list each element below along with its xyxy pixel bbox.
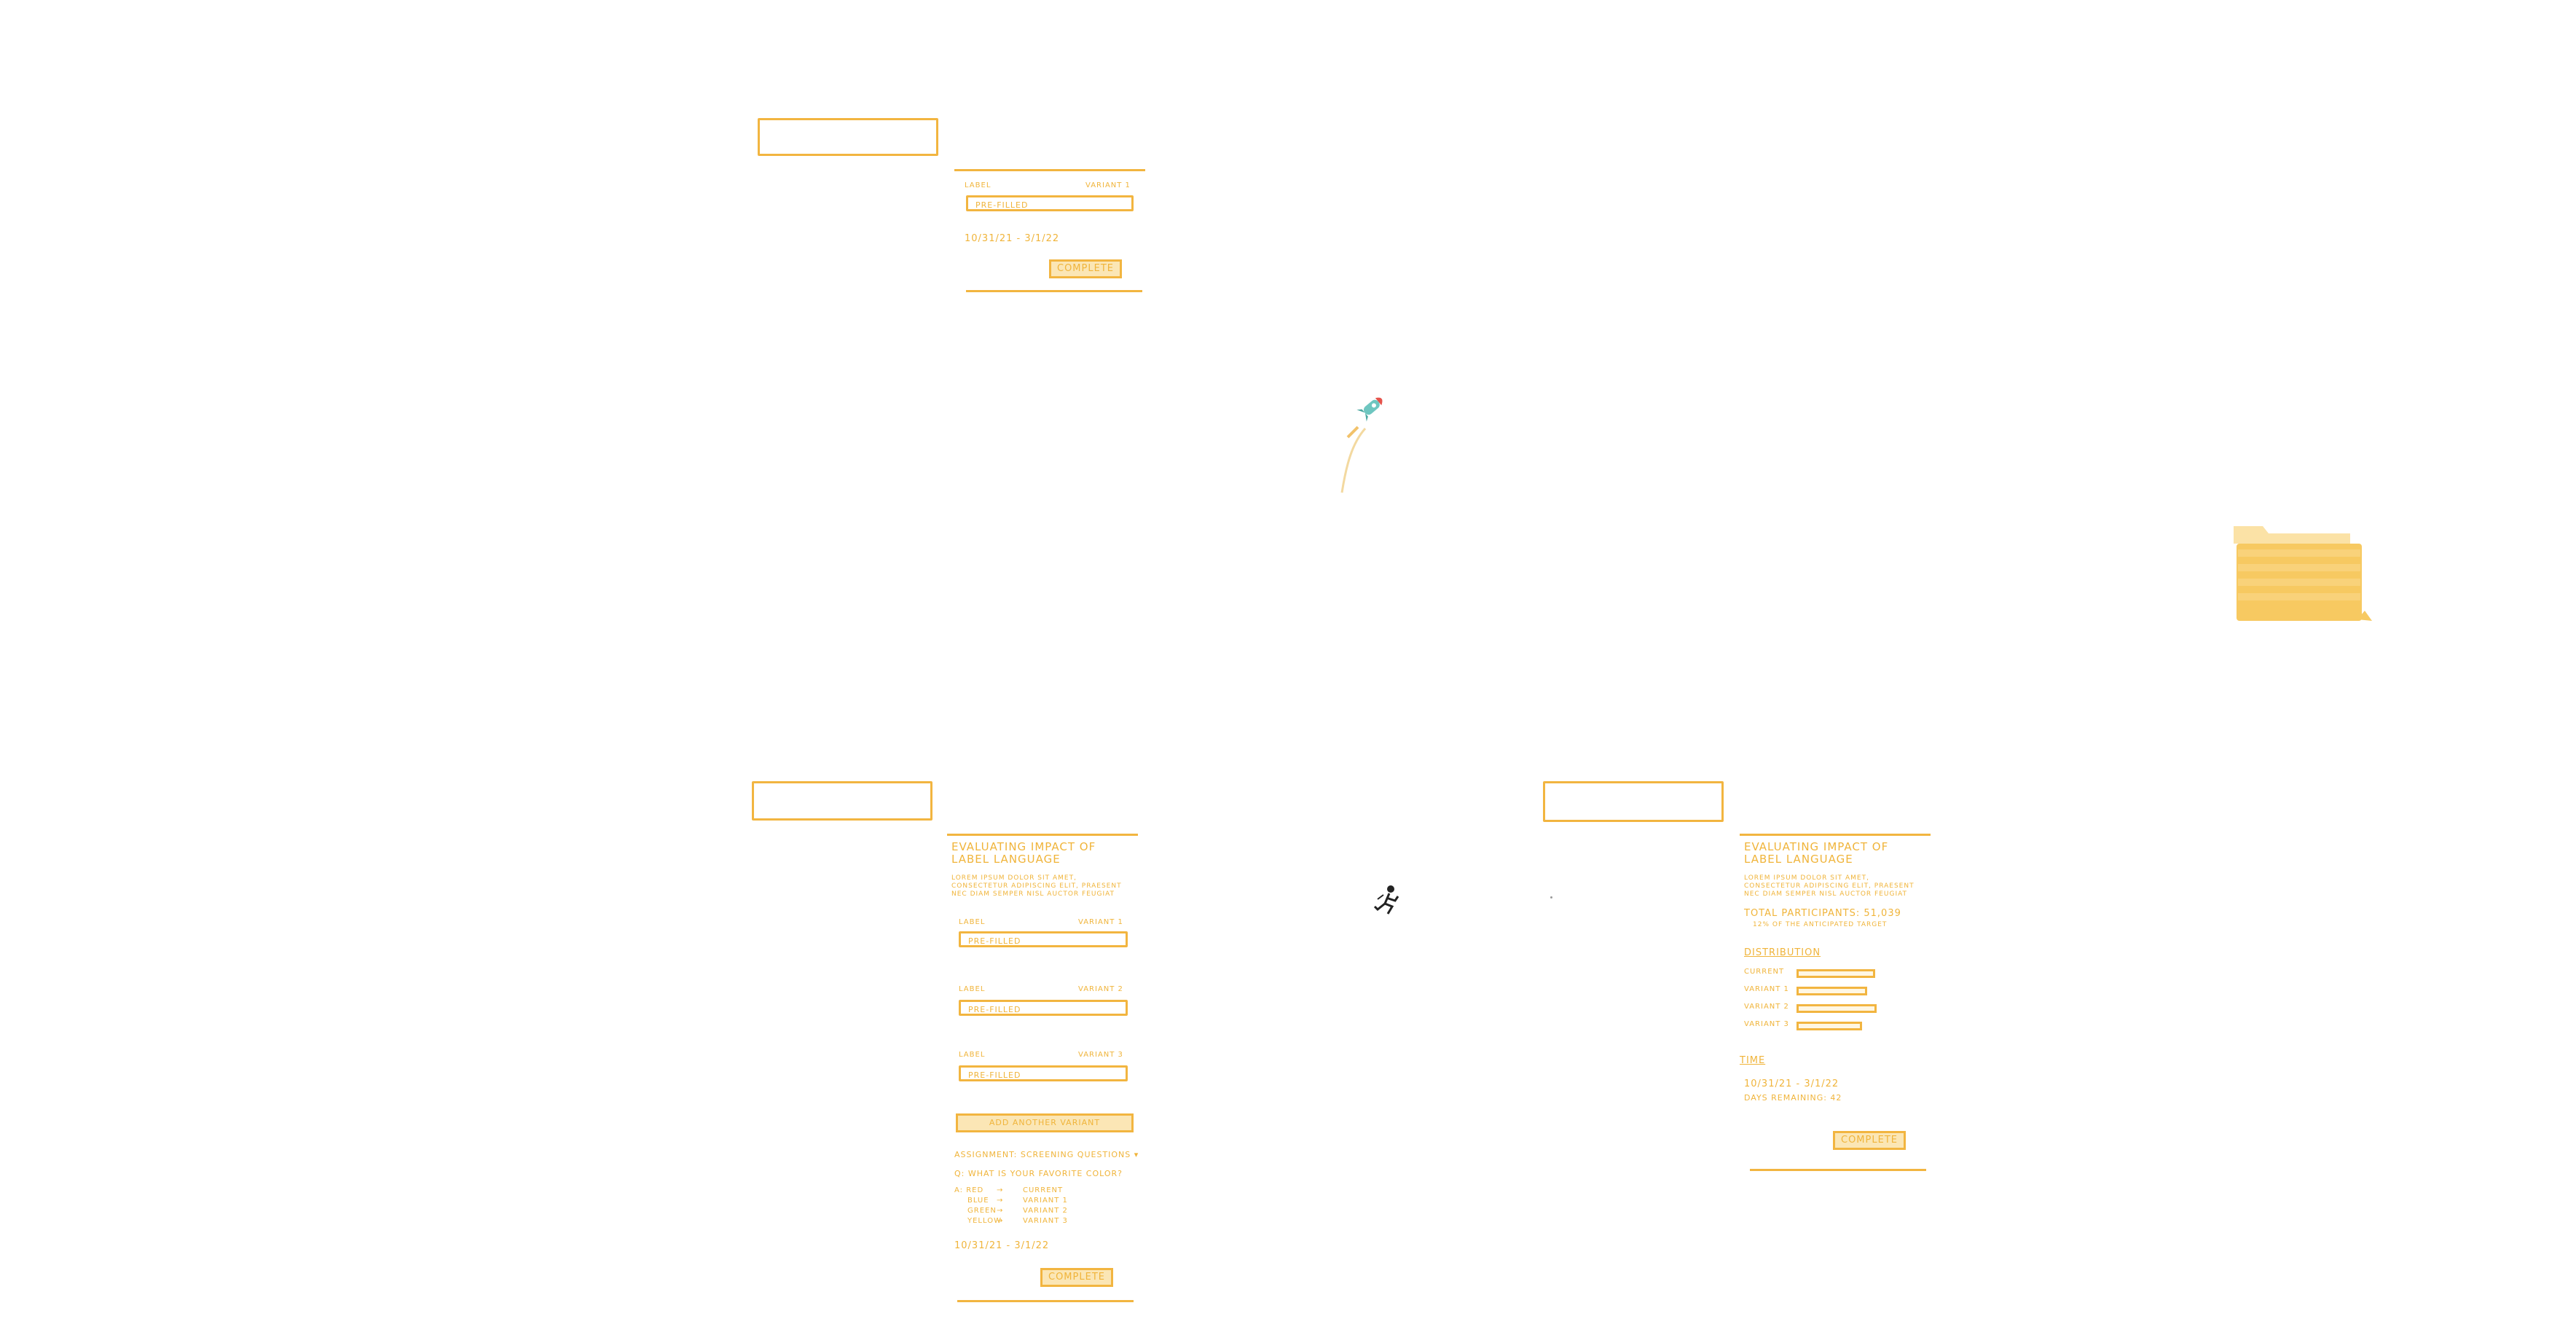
- panel-b-title: EVALUATING IMPACT OF LABEL LANGUAGE: [951, 840, 1096, 866]
- add-variant-button[interactable]: ADD ANOTHER VARIANT: [956, 1113, 1134, 1132]
- panel-c-top-rule: [1740, 834, 1931, 836]
- answer-variant: VARIANT 1: [1023, 1197, 1068, 1205]
- distribution-label: VARIANT 1: [1744, 985, 1789, 993]
- assignment-dropdown[interactable]: ASSIGNMENT: SCREENING QUESTIONS ▾: [954, 1150, 1139, 1159]
- panel-a: LABEL VARIANT 1 PRE-FILLED 10/31/21 - 3/…: [954, 169, 1145, 297]
- panel-b-v2-label: LABEL: [959, 985, 986, 993]
- total-participants: TOTAL PARTICIPANTS: 51,039: [1744, 908, 1901, 919]
- panel-b-title-box: [752, 781, 932, 821]
- distribution-label: CURRENT: [1744, 968, 1785, 976]
- panel-b-complete-button[interactable]: COMPLETE: [1040, 1268, 1113, 1287]
- panel-b-v2-input[interactable]: PRE-FILLED: [959, 1000, 1128, 1016]
- answer-item: BLUE: [967, 1197, 989, 1205]
- panel-c-title-box: [1543, 781, 1724, 822]
- panel-b-bottom-rule: [957, 1300, 1134, 1302]
- panel-b-dates: 10/31/21 - 3/1/22: [954, 1240, 1050, 1251]
- panel-b-v1-variant: VARIANT 1: [1078, 918, 1123, 926]
- answer-arrow: →: [997, 1217, 1004, 1225]
- panel-c-dates: 10/31/21 - 3/1/22: [1744, 1078, 1839, 1089]
- panel-a-variant: VARIANT 1: [1085, 181, 1131, 189]
- distribution-bar: [1796, 987, 1867, 995]
- distribution-chart: CURRENT VARIANT 1 VARIANT 2 VARIANT 3: [1744, 968, 1926, 1041]
- panel-c-title: EVALUATING IMPACT OF LABEL LANGUAGE: [1744, 840, 1889, 866]
- distribution-bar: [1796, 969, 1875, 978]
- panel-a-label: LABEL: [965, 181, 991, 189]
- distribution-label: VARIANT 3: [1744, 1020, 1789, 1028]
- folder-icon: [2229, 519, 2375, 628]
- answer-variant: VARIANT 2: [1023, 1207, 1068, 1215]
- answer-arrow: →: [997, 1186, 1004, 1194]
- rocket-icon: [1333, 385, 1406, 494]
- distribution-bar: [1796, 1022, 1862, 1030]
- panel-b-top-rule: [947, 834, 1138, 836]
- running-figure-icon: [1373, 885, 1402, 917]
- question-text: Q: WHAT IS YOUR FAVORITE COLOR?: [954, 1169, 1123, 1178]
- answer-arrow: →: [997, 1207, 1004, 1215]
- answer-arrow: →: [997, 1197, 1004, 1205]
- panel-b-v1-label: LABEL: [959, 918, 986, 926]
- panel-b-v1-input[interactable]: PRE-FILLED: [959, 931, 1128, 947]
- panel-b-v3-label: LABEL: [959, 1051, 986, 1059]
- time-heading: TIME: [1740, 1055, 1766, 1066]
- panel-c-bottom-rule: [1750, 1169, 1926, 1171]
- distribution-heading: DISTRIBUTION: [1744, 947, 1821, 958]
- answer-item: GREEN: [967, 1207, 997, 1215]
- stray-dot: [1550, 896, 1552, 899]
- answer-item: YELLOW: [967, 1217, 1002, 1225]
- panel-c-complete-button[interactable]: COMPLETE: [1833, 1131, 1906, 1150]
- panel-c-description: LOREM IPSUM DOLOR SIT AMET, CONSECTETUR …: [1744, 874, 1915, 898]
- answer-item: A: RED: [954, 1186, 984, 1194]
- answer-variant: CURRENT: [1023, 1186, 1064, 1194]
- panel-a-dates: 10/31/21 - 3/1/22: [965, 233, 1060, 244]
- panel-b: EVALUATING IMPACT OF LABEL LANGUAGE LORE…: [947, 834, 1138, 1307]
- answer-variant: VARIANT 3: [1023, 1217, 1068, 1225]
- panel-a-title-box: [758, 118, 938, 156]
- days-remaining: DAYS REMAINING: 42: [1744, 1093, 1842, 1103]
- panel-a-input[interactable]: PRE-FILLED: [966, 195, 1134, 211]
- panel-b-description: LOREM IPSUM DOLOR SIT AMET, CONSECTETUR …: [951, 874, 1122, 898]
- panel-a-bottom-rule: [966, 290, 1142, 292]
- panel-a-top-rule: [954, 169, 1145, 171]
- participants-subtext: 12% OF THE ANTICIPATED TARGET: [1753, 921, 1888, 928]
- distribution-label: VARIANT 2: [1744, 1003, 1789, 1011]
- panel-b-v3-input[interactable]: PRE-FILLED: [959, 1065, 1128, 1081]
- distribution-bar: [1796, 1004, 1877, 1013]
- panel-b-v3-variant: VARIANT 3: [1078, 1051, 1123, 1059]
- panel-c: EVALUATING IMPACT OF LABEL LANGUAGE LORE…: [1740, 834, 1931, 1176]
- panel-b-v2-variant: VARIANT 2: [1078, 985, 1123, 993]
- panel-a-complete-button[interactable]: COMPLETE: [1049, 259, 1122, 278]
